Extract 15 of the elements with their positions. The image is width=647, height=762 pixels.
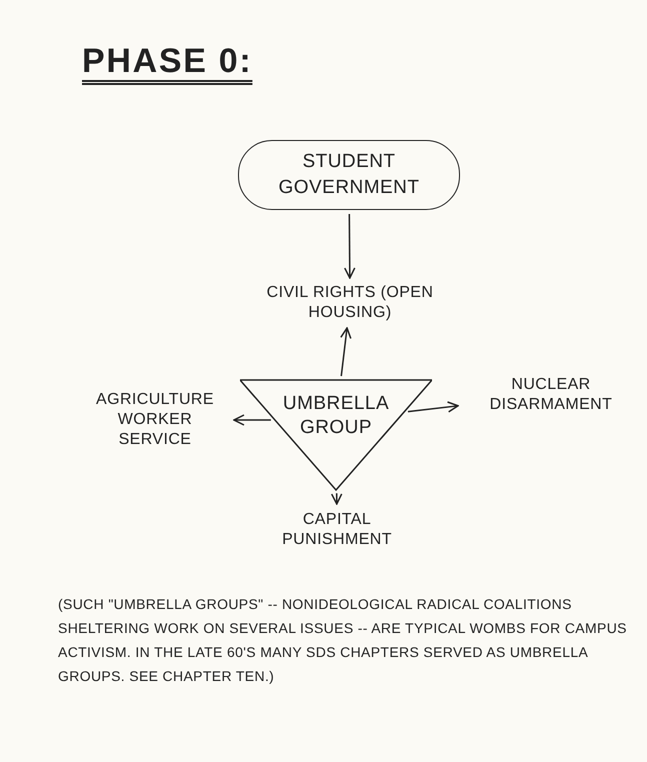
node-text: CIVIL RIGHTS (OPEN HOUSING) — [266, 283, 434, 323]
note-text: (SUCH "UMBRELLA GROUPS" -- NONIDEOLOGICAL RADICAL COALITIONS SHELTERING WORK ON SEVERAL ISSUES -- ARE TYPICAL WOMBS FOR CAMPUS ACTIVISM. IN THE LATE 60'S MANY SDS CHAPTERS SERVED AS UMBRELLA GROUPS. SEE CHAPTER TEN.) — [58, 595, 628, 686]
node-text: AGRICULTURE WORKER SERVICE — [95, 390, 215, 450]
rounded-box — [238, 140, 460, 210]
arrow — [233, 414, 271, 426]
arrow — [344, 214, 356, 279]
arrow — [330, 493, 342, 505]
arrow — [408, 401, 459, 413]
node-text: STUDENT GOVERNMENT — [278, 150, 420, 200]
node-text: CAPITAL PUNISHMENT — [281, 510, 393, 550]
arrow — [340, 327, 352, 376]
node-text: NUCLEAR DISARMAMENT — [488, 375, 614, 415]
title: PHASE 0: — [82, 41, 252, 82]
triangle-shape — [240, 378, 432, 492]
node-text: UMBRELLA GROUP — [282, 392, 390, 440]
